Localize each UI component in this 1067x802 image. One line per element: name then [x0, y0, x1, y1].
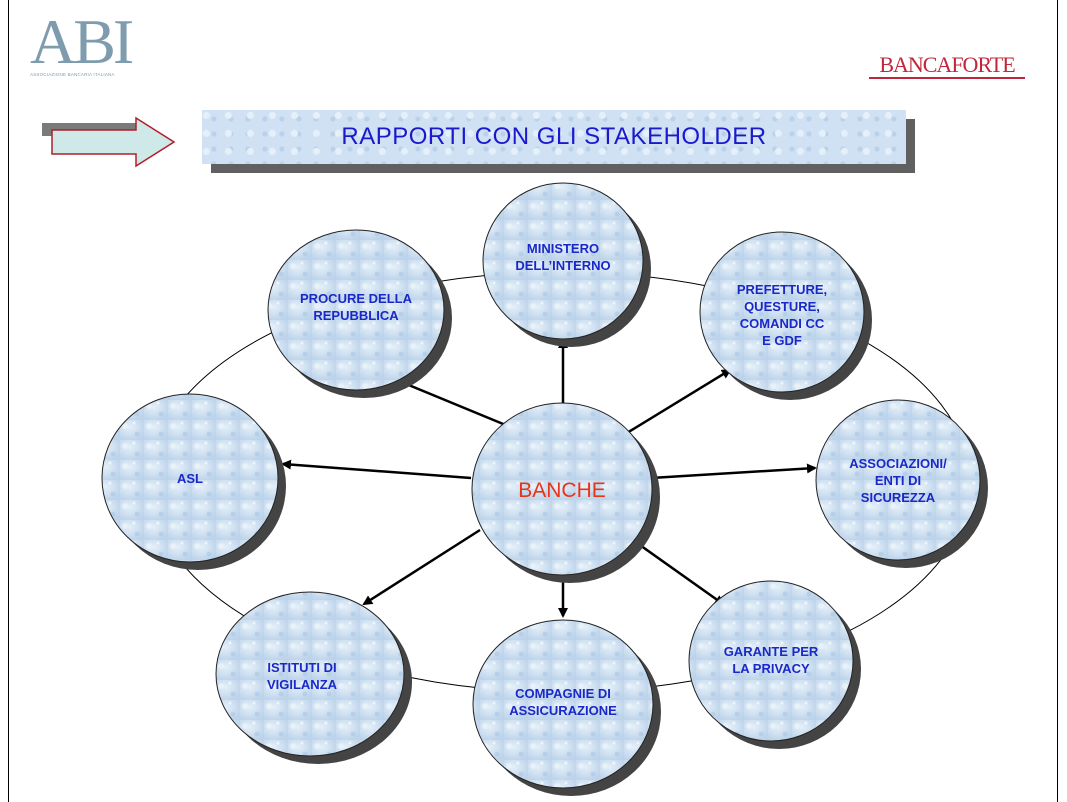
- arrow-to-asl: [281, 459, 472, 480]
- circle-istituti: [215, 591, 405, 757]
- node-asl: ASL: [102, 458, 278, 498]
- center-label: BANCHE: [518, 478, 606, 502]
- abi-logo: ABI ASSOCIAZIONE BANCARIA ITALIANA: [30, 6, 160, 78]
- circle-associazioni: [815, 399, 981, 561]
- circle-asl: [101, 393, 279, 563]
- node-garante: GARANTE PER LA PRIVACY: [691, 630, 851, 690]
- arrow-to-prefetture: [621, 368, 732, 438]
- circle-banche: [471, 402, 653, 576]
- circle-procure: [267, 229, 445, 391]
- page-title: RAPPORTI CON GLI STAKEHOLDER: [341, 123, 767, 150]
- arrow-to-istituti: [362, 528, 481, 606]
- node-label: ISTITUTI DI VIGILANZA: [266, 660, 338, 692]
- abi-logo-letters: ABI: [30, 6, 134, 77]
- node-prefetture: PREFETTURE, QUESTURE, COMANDI CC E GDF: [702, 265, 862, 365]
- bancaforte-logo: BANCAFORTE: [869, 50, 1025, 79]
- circle-compagnie: [472, 619, 654, 789]
- node-istituti: ISTITUTI DI VIGILANZA: [222, 646, 382, 706]
- node-compagnie: COMPAGNIE DI ASSICURAZIONE: [473, 672, 653, 732]
- node-label: MINISTERO DELL’INTERNO: [515, 241, 611, 273]
- node-label: GARANTE PER LA PRIVACY: [723, 644, 819, 676]
- node-label: COMPAGNIE DI ASSICURAZIONE: [509, 686, 617, 718]
- node-circles: [101, 182, 988, 796]
- circle-prefetture: [699, 231, 865, 393]
- node-label: ASL: [177, 470, 203, 486]
- circle-ministero: [482, 182, 644, 340]
- bancaforte-logo-text: BANCAFORTE: [879, 52, 1015, 77]
- abi-logo-subtitle: ASSOCIAZIONE BANCARIA ITALIANA: [30, 72, 115, 77]
- node-ministero: MINISTERO DELL’INTERNO: [483, 222, 643, 302]
- node-banche: BANCHE: [472, 468, 652, 512]
- connector-arrows: [281, 338, 817, 618]
- circle-garante: [688, 580, 854, 742]
- node-label: ASSOCIAZIONI/ ENTI DI SICUREZZA: [849, 455, 947, 505]
- node-label: PROCURE DELLA REPUBBLICA: [300, 291, 412, 323]
- slide-frame: [8, 0, 1058, 802]
- title-banner: RAPPORTI CON GLI STAKEHOLDER: [202, 110, 906, 164]
- arrow-to-associazioni: [650, 463, 817, 480]
- node-associazioni: ASSOCIAZIONI/ ENTI DI SICUREZZA: [816, 440, 980, 520]
- bancaforte-logo-underline: [869, 77, 1025, 79]
- node-label: PREFETTURE, QUESTURE, COMANDI CC E GDF: [736, 282, 828, 348]
- arrow-to-garante: [629, 536, 725, 606]
- node-procure: PROCURE DELLA REPUBBLICA: [268, 282, 444, 332]
- block-arrow-icon: [42, 116, 176, 168]
